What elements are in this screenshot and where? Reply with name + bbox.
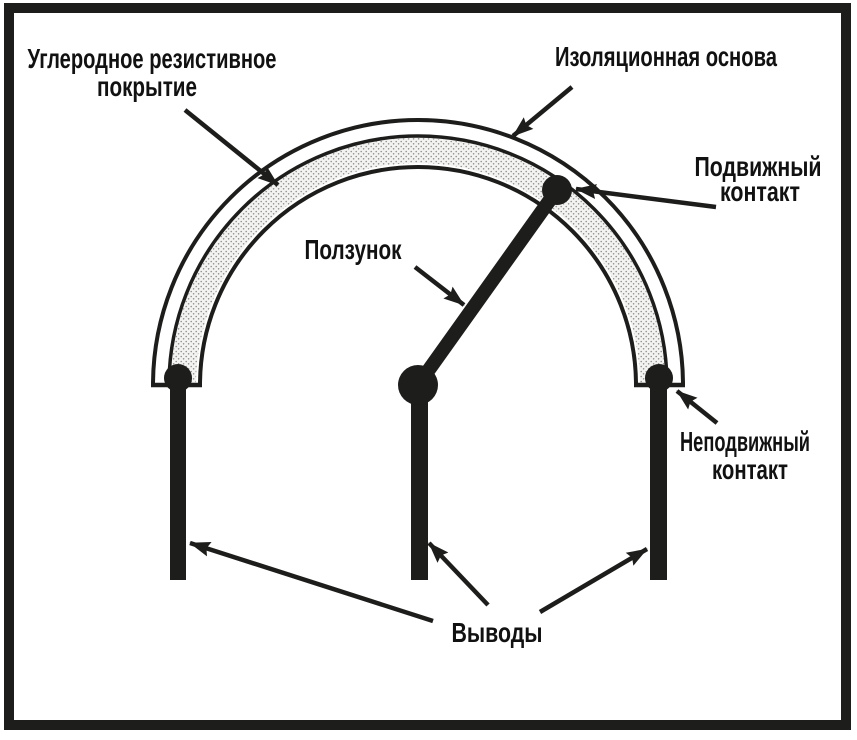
arrow-wiper: [413, 265, 466, 307]
label-insulating-base: Изоляционная основа: [555, 41, 777, 72]
arrow-terminal-right: [538, 547, 649, 614]
insulating-base-outer-arc: [151, 118, 685, 386]
left-end-contact-dot: [164, 364, 192, 392]
terminal-lead-left: [170, 378, 186, 580]
arrow-terminal-left: [189, 540, 434, 624]
arrow-movable-contact: [575, 184, 717, 210]
label-carbon-coating-line1: Углеродное резистивное: [28, 43, 277, 74]
movable-contact-dot: [542, 175, 572, 205]
coating-inner-arc: [198, 165, 638, 386]
resistive-coating-band: [171, 138, 665, 385]
wiper-arm: [412, 185, 563, 390]
label-movable-contact-line1: Подвижный: [695, 151, 822, 182]
label-movable-contact-line2: контакт: [720, 176, 800, 207]
border-frame: [4, 3, 851, 730]
fixed-contact-dot: [645, 364, 673, 392]
terminal-lead-center: [411, 385, 428, 580]
terminal-lead-right: [650, 378, 667, 580]
arrow-insulating-base: [511, 85, 574, 138]
arrow-carbon-coating: [183, 108, 280, 187]
label-wiper: Ползунок: [305, 234, 403, 265]
label-terminals: Выводы: [452, 617, 543, 648]
arrow-fixed-contact: [675, 389, 719, 425]
arrow-terminal-center: [427, 541, 490, 607]
label-carbon-coating-line2: покрытие: [97, 71, 197, 102]
wiper-pivot-dot: [398, 365, 438, 405]
coating-outer-arc: [167, 134, 669, 386]
label-fixed-contact-line1: Неподвижный: [680, 426, 810, 457]
label-fixed-contact-line2: контакт: [712, 454, 788, 485]
